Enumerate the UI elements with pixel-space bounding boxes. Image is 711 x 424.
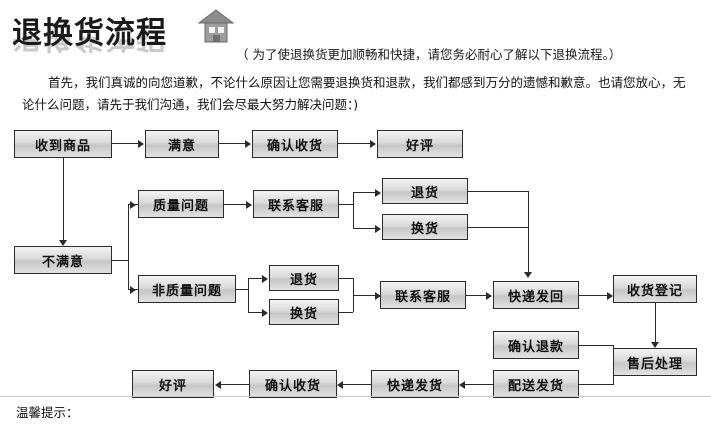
connector-received-to-satisfied: [112, 143, 138, 144]
connector-nonquality-to-return2: [248, 278, 262, 279]
connector-service1-stem: [339, 204, 353, 205]
node-non-quality-issue: 非质量问题: [138, 275, 236, 303]
node-received-goods: 收到商品: [14, 130, 112, 158]
arrow-received-to-satisfied: [138, 140, 144, 148]
node-satisfied: 满意: [145, 130, 219, 158]
node-dispatch-goods: 配送发货: [493, 370, 579, 398]
arrow-merge-to-express: [524, 272, 532, 278]
connector-received-to-unsatisfied: [63, 158, 64, 240]
connector-unsatisfied-stem: [112, 260, 128, 261]
node-contact-service-2: 联系客服: [380, 281, 466, 309]
arrow-ship-to-confirm: [337, 381, 343, 389]
connector-aftersale-to-dispatch: [579, 384, 613, 385]
arrow-dispatch-to-ship: [459, 381, 465, 389]
connector-merge2-to-service2: [353, 295, 375, 296]
connector-service2-to-express: [466, 295, 486, 296]
arrow-service2-to-express: [486, 292, 492, 300]
arrow-received-to-unsatisfied: [59, 240, 67, 246]
node-unsatisfied: 不满意: [14, 246, 112, 274]
connector-ship-to-confirm: [343, 384, 371, 385]
connector-return2-merge: [339, 278, 353, 279]
arrow-service1-to-exchange: [375, 225, 381, 233]
connector-confirm-to-review: [338, 143, 370, 144]
node-return-goods-1: 退货: [382, 178, 468, 204]
node-exchange-goods-1: 换货: [382, 214, 468, 240]
connector-aftersale-to-refund: [579, 345, 613, 346]
connector-quality-to-service: [224, 204, 246, 205]
node-confirm-receipt-bottom: 确认收货: [249, 370, 337, 398]
connector-dispatch-to-ship: [465, 384, 493, 385]
node-confirm-receipt-top: 确认收货: [252, 130, 338, 158]
connector-service1-vertical: [353, 192, 354, 228]
node-contact-service-1: 联系客服: [253, 190, 339, 218]
connector-exchange2-merge: [339, 312, 353, 313]
node-exchange-goods-2: 换货: [269, 299, 339, 325]
arrow-quality-to-service: [246, 201, 252, 209]
arrow-nonquality-to-return2: [262, 275, 268, 283]
intro-line-2: 论什么问题，请先于我们沟通，我们会尽最大努力解决问题：): [22, 97, 359, 112]
connector-nonquality-to-exchange2: [248, 312, 262, 313]
connector-register-to-aftersale: [655, 303, 656, 342]
node-good-review-top: 好评: [377, 130, 463, 158]
arrow-confirm-to-review-bottom: [215, 381, 221, 389]
arrow-express-to-register: [607, 292, 613, 300]
arrow-unsatisfied-to-nonquality: [130, 286, 136, 294]
house-icon: [196, 6, 236, 46]
connector-nonquality-vertical: [248, 278, 249, 312]
arrow-merge2-to-service2: [375, 292, 381, 300]
page-title: 退换货流程: [12, 16, 167, 51]
node-after-sale-process: 售后处理: [613, 348, 697, 376]
node-express-ship: 快递发货: [371, 370, 459, 398]
node-good-review-bottom: 好评: [132, 370, 214, 398]
arrow-nonquality-to-exchange2: [262, 309, 268, 317]
connector-exchange1-to-merge: [468, 227, 528, 228]
intro-line-1: 首先，我们真诚的向您道歉，不论什么原因让您需要退换货和退款，我们都感到万分的遗憾…: [48, 75, 686, 90]
arrow-service1-to-return: [375, 189, 381, 197]
connector-confirm-to-review-bottom: [221, 384, 249, 385]
connector-service1-to-return: [353, 192, 375, 193]
footer-note: 温馨提示：: [16, 405, 79, 420]
node-return-goods-2: 退货: [269, 265, 339, 291]
footer-divider: [0, 396, 711, 397]
connector-merge-down-to-express: [528, 191, 529, 276]
connector-unsatisfied-vertical: [128, 204, 129, 289]
connector-aftersale-dispatch-joint: [613, 376, 614, 385]
intro-paragraph: 首先，我们真诚的向您道歉，不论什么原因让您需要退换货和退款，我们都感到万分的遗憾…: [22, 72, 694, 116]
node-quality-issue: 质量问题: [138, 190, 224, 218]
arrow-register-to-aftersale: [651, 342, 659, 348]
arrow-unsatisfied-to-quality: [130, 201, 136, 209]
node-confirm-refund: 确认退款: [493, 331, 579, 359]
connector-satisfied-to-confirm: [219, 143, 245, 144]
connector-service1-to-exchange: [353, 228, 375, 229]
connector-express-to-register: [579, 295, 607, 296]
header-note: （ 为了使退换货更加顺畅和快捷，请您务必耐心了解以下退换流程。）: [236, 47, 622, 62]
node-receive-register: 收货登记: [613, 275, 697, 303]
arrow-confirm-to-review: [370, 140, 376, 148]
connector-return1-to-merge: [468, 191, 528, 192]
connector-nonquality-stem: [236, 289, 248, 290]
connector-aftersale-refund-joint: [613, 345, 614, 350]
node-express-send-back: 快递发回: [493, 281, 579, 309]
arrow-satisfied-to-confirm: [245, 140, 251, 148]
